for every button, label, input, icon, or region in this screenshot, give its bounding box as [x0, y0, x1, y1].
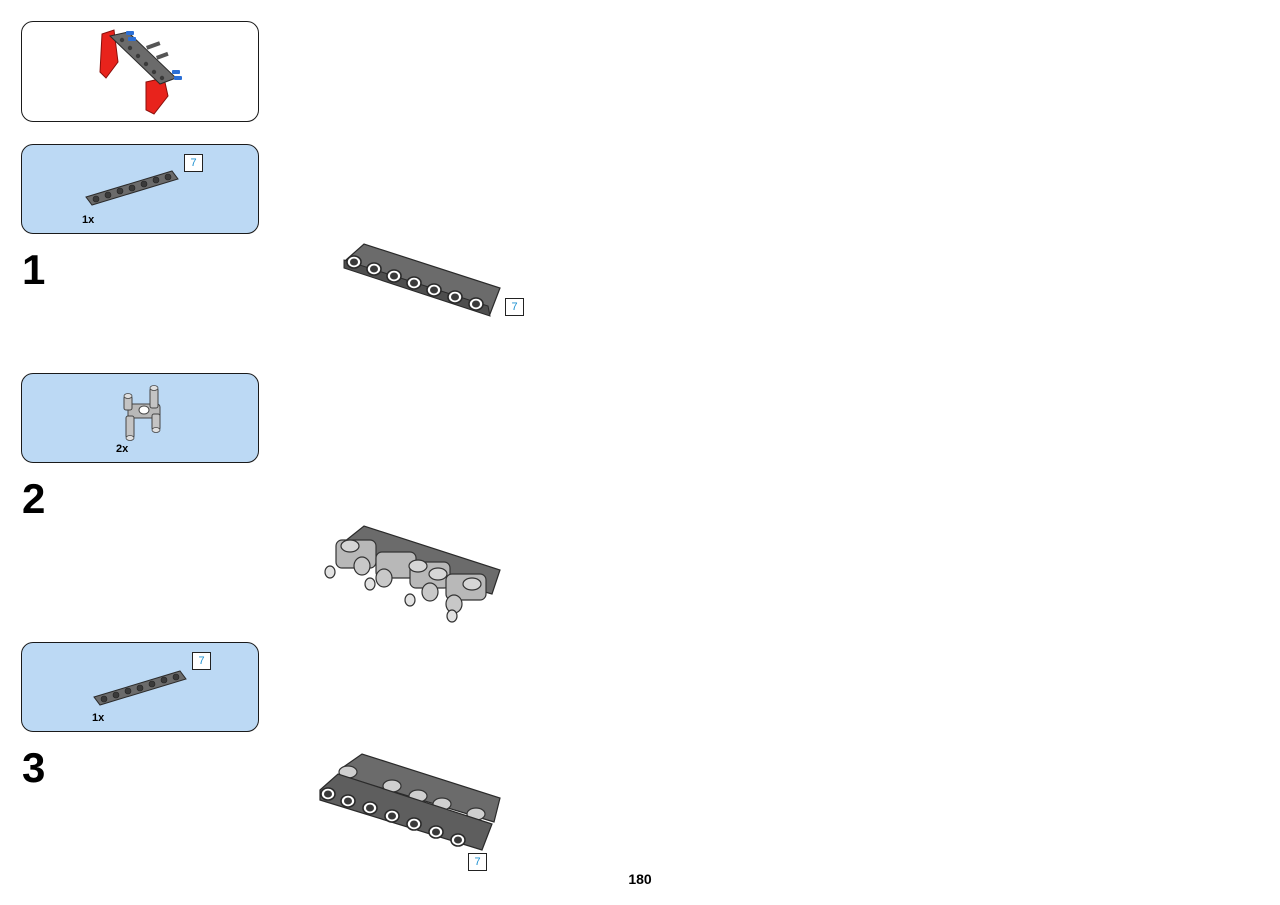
beam-length-badge: 7: [184, 154, 203, 172]
beam-7-assembly-icon: [343, 243, 501, 317]
part-quantity: 2x: [116, 443, 129, 455]
beam-length-badge: 7: [192, 652, 211, 670]
step-number-3: 3: [22, 744, 46, 791]
beam-7-icon: [85, 170, 179, 206]
assembly-length-badge: 7: [505, 298, 524, 316]
submodel-preview-panel: [21, 21, 259, 122]
page-number: 180: [628, 871, 652, 887]
pin-connector-icon: [123, 385, 161, 441]
beam-7-icon: [93, 670, 187, 706]
part-quantity: 1x: [92, 712, 105, 724]
red-submodel-image: [99, 29, 182, 115]
step-3-parts-callout: 7 1x: [21, 642, 259, 732]
step-2-parts-callout: 2x: [21, 373, 259, 463]
beam-with-pins-assembly-icon: [324, 525, 501, 623]
step-number-2: 2: [22, 475, 46, 522]
part-quantity: 1x: [82, 214, 95, 226]
step-1-parts-callout: 7 1x: [21, 144, 259, 234]
assembly-length-badge: 7: [468, 853, 487, 871]
double-beam-assembly-icon: [319, 753, 501, 851]
step-number-1: 1: [22, 246, 46, 293]
